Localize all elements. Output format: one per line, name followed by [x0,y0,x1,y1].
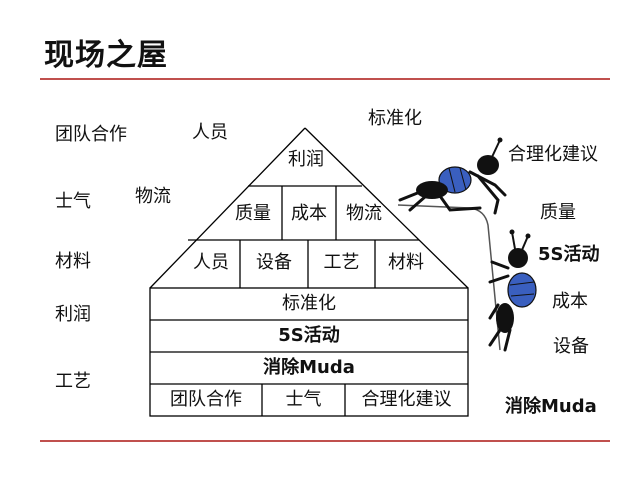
ant-climber-top-icon [398,137,507,215]
foundation-teamwork: 团队合作 [170,389,242,410]
roof-cell-cost: 成本 [291,203,327,224]
right-label-muda: 消除Muda [505,396,597,417]
roof-left-edge [149,127,306,289]
left-label-materials: 材料 [55,251,91,272]
pillar-materials: 材料 [388,252,424,273]
pillar-equipment: 设备 [256,252,292,273]
foundation-suggestion: 合理化建议 [361,389,452,410]
pillar-process: 工艺 [323,252,360,273]
roof-right-edge [304,127,469,289]
left-label-morale: 士气 [55,191,91,212]
footer-divider [40,440,610,442]
foundation-morale: 士气 [285,389,322,410]
roof-cell-quality: 质量 [235,203,271,224]
band-standardization: 标准化 [282,293,336,314]
right-label-5s: 5S活动 [538,244,600,265]
ant-climber-bottom-icon [488,229,537,352]
roof-top-label: 利润 [288,149,324,170]
right-label-equipment: 设备 [553,336,589,357]
page-title: 现场之屋 [44,38,168,73]
left-label-logistics: 物流 [135,186,171,207]
left-label-process: 工艺 [55,371,91,392]
right-label-standardization: 标准化 [368,108,422,129]
left-label-profit: 利润 [55,304,91,325]
title-divider [40,78,610,80]
roof-cell-logistics: 物流 [346,203,382,224]
right-label-suggestion: 合理化建议 [508,144,598,165]
pillar-people: 人员 [193,252,229,273]
left-label-teamwork: 团队合作 [55,124,127,145]
climbing-rope-icon [397,204,501,351]
left-label-people: 人员 [192,122,228,143]
band-5s: 5S活动 [278,325,340,346]
band-muda: 消除Muda [263,357,355,378]
right-label-quality: 质量 [540,202,576,223]
right-label-cost: 成本 [552,291,588,312]
